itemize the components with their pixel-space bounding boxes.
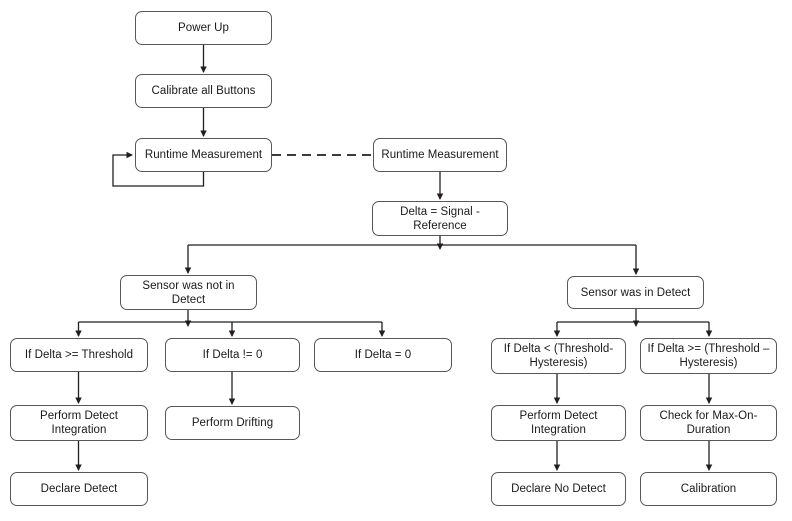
node-if-delta-lt-threshold-hysteresis[interactable]: If Delta < (Threshold-Hysteresis)	[491, 338, 626, 374]
node-perform-drifting[interactable]: Perform Drifting	[165, 406, 300, 440]
node-power-up[interactable]: Power Up	[135, 11, 272, 45]
node-delta-signal-reference[interactable]: Delta = Signal - Reference	[372, 201, 508, 236]
node-calibration[interactable]: Calibration	[640, 472, 777, 506]
node-check-for-max-on-duration[interactable]: Check for Max-On-Duration	[640, 405, 777, 441]
node-if-delta-ge-threshold[interactable]: If Delta >= Threshold	[10, 338, 148, 372]
node-calibrate-all-buttons[interactable]: Calibrate all Buttons	[135, 74, 272, 108]
node-perform-detect-integration-right[interactable]: Perform Detect Integration	[491, 405, 626, 441]
node-declare-no-detect[interactable]: Declare No Detect	[491, 472, 626, 506]
node-declare-detect[interactable]: Declare Detect	[10, 472, 148, 506]
node-if-delta-ge-threshold-hysteresis[interactable]: If Delta >= (Threshold – Hysteresis)	[640, 338, 777, 374]
node-if-delta-eq-zero[interactable]: If Delta = 0	[314, 338, 452, 372]
node-perform-detect-integration-left[interactable]: Perform Detect Integration	[10, 405, 148, 441]
node-sensor-was-in-detect[interactable]: Sensor was in Detect	[567, 276, 704, 309]
node-if-delta-ne-zero[interactable]: If Delta != 0	[165, 338, 300, 372]
node-runtime-measurement-right[interactable]: Runtime Measurement	[373, 138, 507, 172]
node-sensor-was-not-in-detect[interactable]: Sensor was not in Detect	[120, 275, 257, 310]
node-runtime-measurement-left[interactable]: Runtime Measurement	[135, 138, 272, 172]
